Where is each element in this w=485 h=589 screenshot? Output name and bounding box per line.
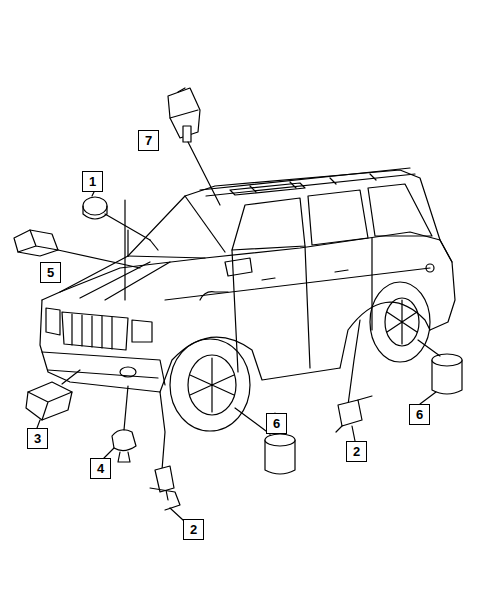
- callout-box: 6: [409, 404, 430, 425]
- callout-number: 2: [190, 523, 197, 536]
- callout-number: 2: [353, 445, 360, 458]
- callout-box: 4: [90, 458, 111, 479]
- callout-number: 6: [416, 408, 423, 421]
- callout-number: 1: [89, 175, 96, 188]
- callout-box: 3: [27, 428, 48, 449]
- callout-box: 7: [138, 130, 159, 151]
- callout-number: 4: [97, 462, 104, 475]
- callout-box: 2: [183, 519, 204, 540]
- callout-box: 1: [82, 171, 103, 192]
- callout-number: 7: [145, 134, 152, 147]
- callout-box: 6: [266, 413, 287, 434]
- callout-box: 2: [346, 441, 367, 462]
- callout-number: 5: [47, 266, 54, 279]
- callout-number: 3: [34, 432, 41, 445]
- callout-number: 6: [273, 417, 280, 430]
- callout-box: 5: [40, 262, 61, 283]
